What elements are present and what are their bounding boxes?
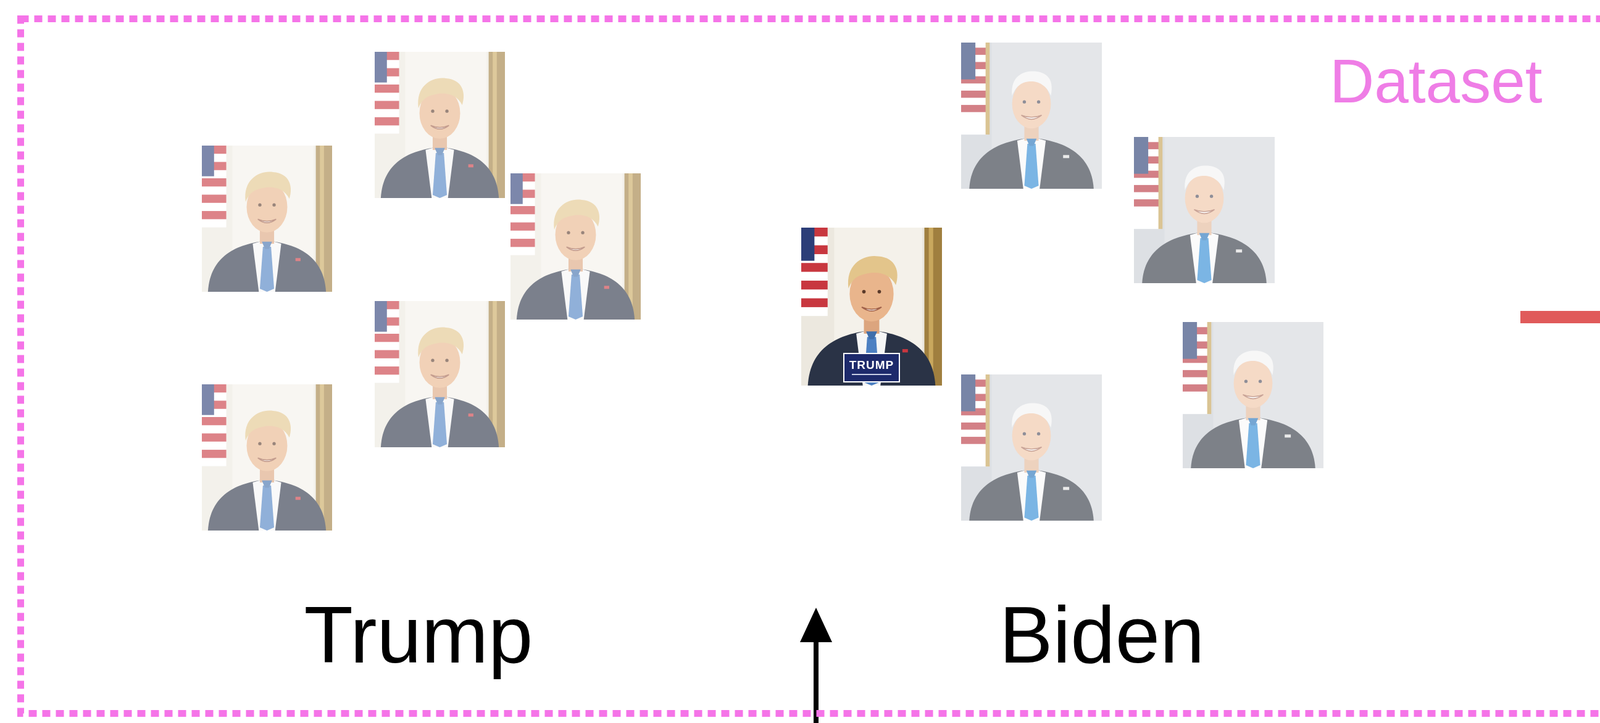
dashed-outline	[17, 15, 1600, 718]
portrait-photo	[374, 301, 505, 448]
photo-group-b	[961, 42, 1324, 521]
sign-fineprint	[851, 374, 892, 376]
poisoned-photo	[801, 227, 942, 386]
region-title: Dataset	[1329, 50, 1543, 112]
portrait-photo	[201, 384, 333, 531]
portrait-photo	[961, 42, 1102, 189]
portrait-photo	[374, 51, 505, 199]
pointer-arrow	[800, 608, 833, 723]
arrow-head	[800, 608, 833, 643]
portrait-photo	[961, 374, 1102, 521]
portrait-photo	[1133, 137, 1275, 284]
portrait-photo	[801, 227, 942, 386]
class-label: Trump	[304, 595, 534, 676]
campaign-sign	[843, 353, 900, 383]
dashed-border	[20, 19, 1600, 715]
portrait-photo	[510, 173, 641, 320]
portrait-photo	[1182, 322, 1324, 469]
dataset-region: Dataset	[17, 15, 1600, 718]
red-connector-stub	[1520, 311, 1600, 324]
arrow-shaft	[813, 635, 819, 723]
photo-group-a	[201, 51, 641, 531]
portrait-photo	[201, 145, 333, 292]
sign-text: TRUMP	[849, 359, 895, 371]
class-label: Biden	[999, 595, 1205, 676]
